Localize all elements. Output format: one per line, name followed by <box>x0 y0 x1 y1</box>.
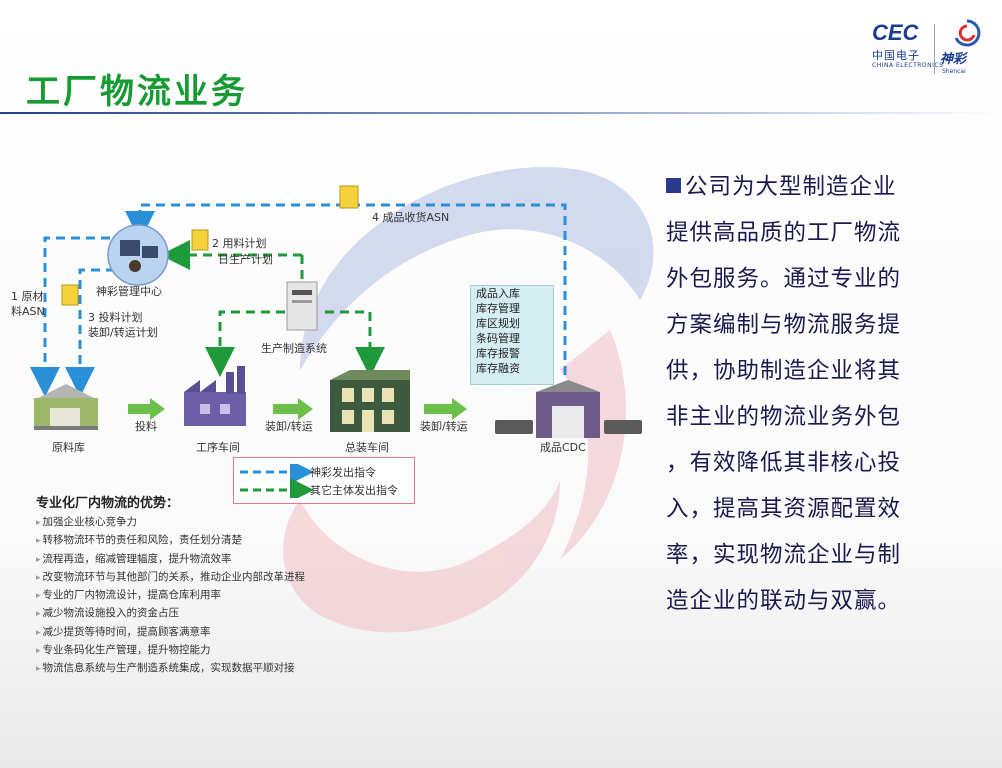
cdc-service-item: 条码管理 <box>476 332 520 345</box>
msg3-line1: 3 投料计划 <box>88 311 143 324</box>
production-system-icon <box>286 281 318 331</box>
logo-cn-text: 中国电子 <box>872 49 920 62</box>
description-line: 外包服务。通过专业的 <box>666 266 902 292</box>
msg1-dashed-line <box>30 236 110 397</box>
square-bullet-icon <box>666 178 681 193</box>
prod-to-process-line <box>205 310 285 377</box>
node-finished-cdc: 成品CDC <box>540 441 586 454</box>
msg3-line2: 装卸/转运计划 <box>88 326 158 339</box>
bullet-arrow-icon: ▸ <box>36 591 41 602</box>
production-system-label: 生产制造系统 <box>261 342 327 355</box>
cdc-service-item: 库存融资 <box>476 362 520 375</box>
list-item: ▸专业条码化生产管理，提升物控能力 <box>36 644 211 657</box>
description-line: 入，提高其资源配置效 <box>666 496 902 522</box>
msg4-label: 4 成品收货ASN <box>372 211 450 224</box>
company-logo: CEC 中国电子 CHINA ELECTRONICS 神彩 Shencai <box>870 18 990 80</box>
node-assembly-workshop: 总装车间 <box>345 441 389 454</box>
description-line: 供，协助制造企业将其 <box>666 358 902 384</box>
msg2-line2: 日生产计划 <box>218 253 273 266</box>
bullet-arrow-icon: ▸ <box>36 518 41 528</box>
prod-to-assembly-line <box>325 310 385 377</box>
cdc-services-box: 成品入库 库存管理 库区规划 条码管理 库存报警 库存融资 <box>470 285 554 385</box>
list-item: ▸专业的厂内物流设计，提高仓库利用率 <box>36 589 222 602</box>
description-line: ，有效降低其非核心投 <box>666 450 902 476</box>
raw-warehouse-icon <box>34 384 98 430</box>
cdc-service-item: 库区规划 <box>476 317 520 330</box>
msg1-line2: 料ASN <box>11 305 45 318</box>
management-center-icon <box>107 224 169 286</box>
logo-shencai-en: Shencai <box>942 68 966 75</box>
legend-shencai: 神彩发出指令 <box>310 466 376 479</box>
advantages-title: 专业化厂内物流的优势： <box>36 496 180 511</box>
bullet-arrow-icon: ▸ <box>36 664 41 675</box>
description-line: 率，实现物流企业与制 <box>666 542 902 568</box>
list-item: ▸转移物流环节的责任和风险，责任划分清楚 <box>36 534 243 547</box>
node-process-workshop: 工序车间 <box>196 441 240 454</box>
description-line: 造企业的联动与双赢。 <box>666 588 902 614</box>
description-line: 提供高品质的工厂物流 <box>666 220 902 246</box>
page-title: 工厂物流业务 <box>26 72 248 112</box>
list-item: ▸物流信息系统与生产制造系统集成，实现数据平顺对接 <box>36 662 295 675</box>
cdc-service-item: 库存管理 <box>476 302 520 315</box>
flow-label-feeding: 投料 <box>135 420 157 433</box>
cdc-service-item: 库存报警 <box>476 347 520 360</box>
bullet-arrow-icon: ▸ <box>36 609 41 620</box>
title-divider <box>0 112 1002 114</box>
flow-arrows <box>128 398 467 420</box>
list-item: ▸流程再造，缩减管理幅度，提升物流效率 <box>36 552 232 565</box>
list-item: ▸减少提货等待时间，提高顾客满意率 <box>36 625 211 638</box>
msg2-line1: 2 用料计划 <box>212 237 267 250</box>
bullet-arrow-icon: ▸ <box>36 536 41 547</box>
description-line: 公司为大型制造企业 <box>666 164 934 210</box>
logo-separator <box>934 24 935 74</box>
bullet-arrow-icon: ▸ <box>36 646 41 657</box>
bullet-arrow-icon: ▸ <box>36 554 41 565</box>
shencai-swirl-icon <box>954 19 981 47</box>
logo-en-text: CHINA ELECTRONICS <box>872 62 944 69</box>
list-item: ▸加强企业核心竞争力 <box>36 516 138 528</box>
legend-others: 其它主体发出指令 <box>310 484 398 497</box>
logo-shencai-text: 神彩 <box>940 52 967 67</box>
list-item: ▸改变物流环节与其他部门的关系，推动企业内部改革进程 <box>36 570 306 583</box>
description-line: 方案编制与物流服务提 <box>666 312 902 338</box>
bullet-arrow-icon: ▸ <box>36 572 41 583</box>
list-item: ▸减少物流设施投入的资金占压 <box>36 607 180 620</box>
assembly-workshop-icon <box>330 370 410 432</box>
node-raw-warehouse: 原料库 <box>52 441 85 454</box>
logo-cec-text: CEC <box>872 20 919 45</box>
advantages-list: 专业化厂内物流的优势： ▸加强企业核心竞争力 ▸转移物流环节的责任和风险，责任划… <box>36 492 305 679</box>
description-line: 非主业的物流业务外包 <box>666 404 902 430</box>
process-workshop-icon <box>184 366 246 426</box>
description-paragraph: 公司为大型制造企业 提供高品质的工厂物流 外包服务。通过专业的 方案编制与物流服… <box>666 164 934 624</box>
msg1-line1: 1 原材 <box>11 290 44 303</box>
flow-label-transfer-1: 装卸/转运 <box>265 420 313 433</box>
flow-label-transfer-2: 装卸/转运 <box>420 420 468 433</box>
diagram-legend: 神彩发出指令 其它主体发出指令 <box>233 457 415 504</box>
bullet-arrow-icon: ▸ <box>36 627 41 638</box>
center-label: 神彩管理中心 <box>96 285 162 298</box>
bill-icons <box>61 185 359 306</box>
legend-swatches <box>240 464 314 498</box>
finished-cdc-icon <box>495 380 642 438</box>
cdc-service-item: 成品入库 <box>476 287 520 300</box>
